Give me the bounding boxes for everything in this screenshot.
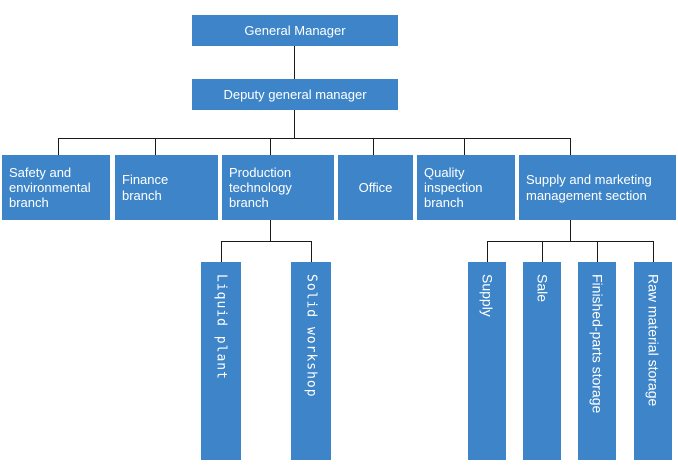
node-label-finished-parts-storage: Finished-parts storage (589, 274, 606, 414)
connector-deputy-drop (294, 110, 295, 139)
node-quality-inspection-branch[interactable]: Quality inspection branch (417, 155, 515, 220)
connector-drop-production (270, 138, 271, 155)
node-supply[interactable]: Supply (468, 262, 506, 460)
node-sale[interactable]: Sale (523, 262, 561, 460)
connector-drop-raw-material-storage (653, 241, 654, 263)
connector-supply-marketing-bus (487, 241, 653, 242)
connector-drop-supply (487, 241, 488, 263)
node-general-manager[interactable]: General Manager (192, 15, 398, 46)
connector-drop-safety (58, 138, 59, 155)
node-label-liquid-plant: Liquid plant (213, 274, 229, 380)
node-liquid-plant[interactable]: Liquid plant (201, 262, 241, 460)
node-label-deputy-general-manager: Deputy general manager (223, 86, 367, 102)
node-safety-environmental-branch[interactable]: Safety and environmental branch (2, 155, 110, 220)
node-label-raw-material-storage: Raw material storage (645, 274, 662, 407)
node-finance-branch[interactable]: Finance branch (115, 155, 218, 220)
node-raw-material-storage[interactable]: Raw material storage (634, 262, 672, 460)
node-label-safety-environmental-branch: Safety and environmental branch (9, 164, 91, 211)
connector-production-drop (270, 220, 271, 242)
connector-drop-quality (464, 138, 465, 155)
node-supply-marketing-management-section[interactable]: Supply and marketing management section (519, 155, 676, 220)
connector-drop-finance (155, 138, 156, 155)
connector-drop-office (373, 138, 374, 155)
connector-drop-finished-parts-storage (597, 241, 598, 263)
node-production-technology-branch[interactable]: Production technology branch (222, 155, 334, 220)
node-label-office: Office (358, 179, 393, 195)
node-label-finance-branch: Finance branch (122, 172, 169, 203)
node-office[interactable]: Office (338, 155, 413, 220)
connector-level3-bus (58, 138, 571, 139)
connector-drop-supply-marketing (570, 138, 571, 155)
node-deputy-general-manager[interactable]: Deputy general manager (192, 79, 398, 110)
connector-supply-marketing-drop (570, 220, 571, 242)
node-finished-parts-storage[interactable]: Finished-parts storage (578, 262, 616, 460)
node-label-sale: Sale (534, 274, 551, 303)
connector-drop-liquid-plant (221, 241, 222, 263)
connector-drop-sale (542, 241, 543, 263)
node-label-production-technology-branch: Production technology branch (229, 164, 292, 211)
connector-drop-solid-workshop (311, 241, 312, 263)
connector-gm-to-deputy (294, 46, 295, 79)
node-label-quality-inspection-branch: Quality inspection branch (424, 164, 483, 211)
node-solid-workshop[interactable]: Solid workshop (291, 262, 331, 460)
node-label-supply: Supply (479, 274, 496, 317)
node-label-supply-marketing-management-section: Supply and marketing management section (526, 172, 652, 203)
node-label-solid-workshop: Solid workshop (303, 274, 319, 398)
connector-production-bus (221, 241, 312, 242)
node-label-general-manager: General Manager (244, 22, 346, 38)
